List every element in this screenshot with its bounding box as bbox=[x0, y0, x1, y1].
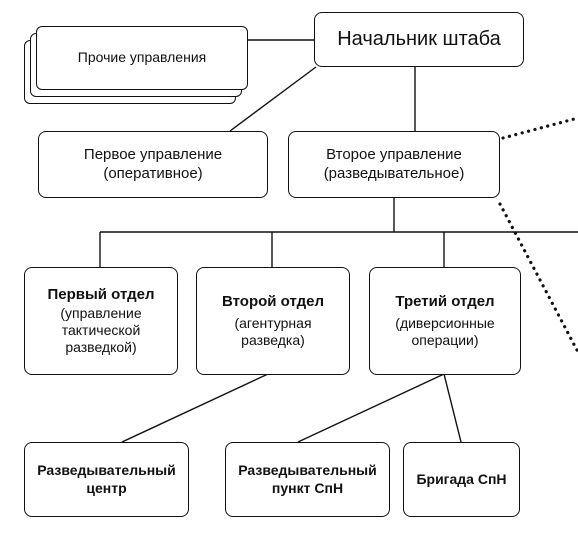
chief-of-staff-label: Начальник штаба bbox=[337, 28, 501, 51]
other-directorates-box: Прочие управления bbox=[36, 26, 248, 90]
first-directorate-line1: Первое управление bbox=[83, 146, 223, 164]
second-directorate-line2: (разведывательное) bbox=[323, 164, 465, 182]
connector-chief-first bbox=[229, 66, 317, 132]
department-1-title: Первый отдел bbox=[47, 286, 155, 304]
brigade-label: Бригада СпН bbox=[416, 470, 507, 487]
second-directorate-line1: Второе управление bbox=[326, 146, 462, 164]
recon-center-box: Разведывательный центр bbox=[24, 442, 189, 517]
department-2-title: Второй отдел bbox=[222, 292, 324, 310]
second-directorate-box: Второе управление (разведывательное) bbox=[288, 131, 500, 198]
department-2-desc: (агентурная разведка) bbox=[234, 315, 312, 349]
recon-center-label: Разведывательный центр bbox=[37, 462, 176, 496]
first-directorate-line2: (оперативное) bbox=[103, 164, 203, 182]
department-3-title: Третий отдел bbox=[395, 292, 495, 310]
connector-dept3-point bbox=[297, 373, 445, 443]
department-1-desc: (управление тактической разведкой) bbox=[60, 304, 142, 355]
connector-dept2-center bbox=[121, 373, 269, 443]
department-2-box: Второй отдел (агентурная разведка) bbox=[196, 267, 350, 375]
first-directorate-box: Первое управление (оперативное) bbox=[38, 131, 268, 198]
dotted-line-upper bbox=[501, 116, 578, 140]
connector-dept3-brigade bbox=[443, 373, 462, 443]
other-directorates-label: Прочие управления bbox=[77, 49, 207, 66]
brigade-box: Бригада СпН bbox=[403, 442, 520, 517]
recon-point-label: Разведывательный пункт СпН bbox=[238, 462, 377, 496]
dotted-line-lower bbox=[498, 202, 578, 354]
department-3-box: Третий отдел (диверсионные операции) bbox=[369, 267, 521, 375]
chief-of-staff-box: Начальник штаба bbox=[314, 12, 524, 67]
department-1-box: Первый отдел (управление тактической раз… bbox=[24, 267, 178, 375]
department-3-desc: (диверсионные операции) bbox=[395, 315, 495, 349]
recon-point-box: Разведывательный пункт СпН bbox=[225, 442, 390, 517]
